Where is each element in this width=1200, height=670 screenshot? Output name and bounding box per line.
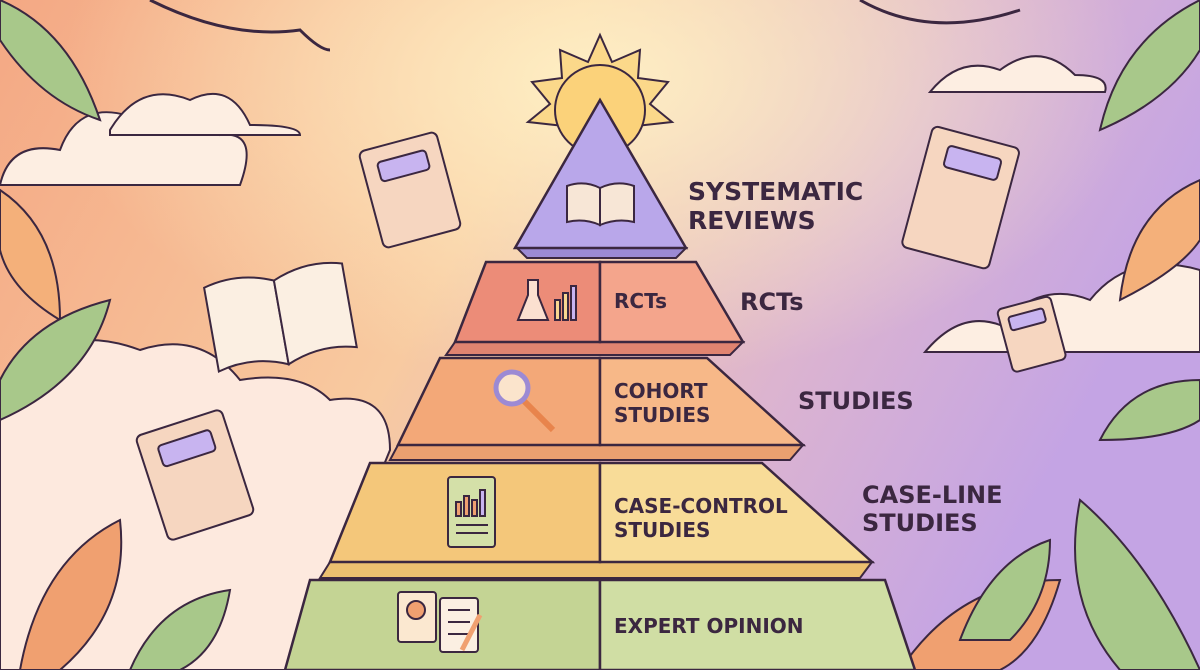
tier-case-control-studies[interactable]	[318, 461, 876, 579]
flask-chart-icon	[516, 279, 577, 321]
inner-label-case-control-studies: STUDIES	[614, 518, 710, 542]
tier-expert-opinion[interactable]	[283, 578, 917, 670]
outer-label-rcts: RCTs	[740, 288, 804, 316]
tier-rcts[interactable]	[444, 260, 746, 356]
inner-label-cohort: COHORT	[614, 379, 708, 403]
book-icon	[135, 125, 1067, 541]
outer-label-case-line: CASE-LINE	[862, 481, 1003, 509]
vine	[859, 0, 1021, 25]
outer-label-systematic: SYSTEMATIC	[688, 177, 863, 206]
inner-label-rcts: RCTs	[614, 289, 667, 313]
vine	[149, 0, 331, 52]
inner-label-case-control: CASE-CONTROL	[614, 494, 788, 518]
inner-label-expert-opinion: EXPERT OPINION	[614, 614, 804, 638]
open-book-icon	[566, 182, 635, 227]
inner-label-cohort-studies: STUDIES	[614, 403, 710, 427]
magnifier-icon	[493, 369, 556, 433]
outer-label-reviews: REVIEWS	[688, 206, 816, 235]
tier-systematic-reviews[interactable]	[512, 97, 689, 259]
open-book-icon	[203, 261, 358, 373]
outer-label-studies: STUDIES	[798, 387, 914, 415]
chart-document-icon	[447, 476, 496, 548]
checklist-pencil-icon	[397, 591, 483, 653]
outer-label-case-line-studies: STUDIES	[862, 509, 978, 537]
tier-cohort-studies[interactable]	[388, 356, 807, 461]
pyramid	[283, 97, 917, 670]
